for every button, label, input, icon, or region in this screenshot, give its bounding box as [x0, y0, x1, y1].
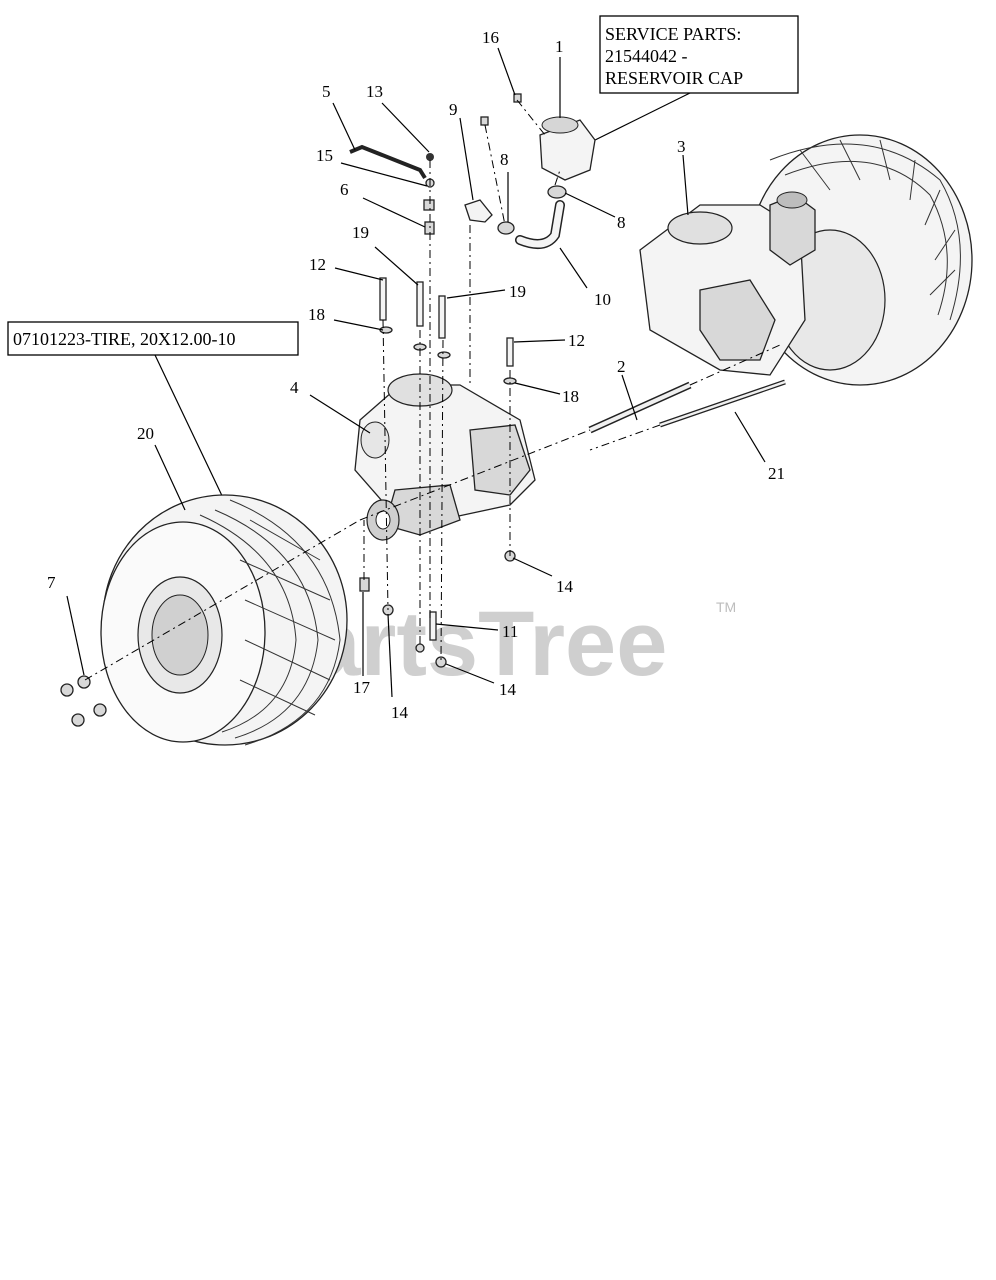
bolt-12-right-drawing — [506, 337, 514, 367]
clamp-8-lower-drawing — [497, 221, 515, 235]
callout-12-left: 12 — [309, 255, 326, 274]
callout-11: 11 — [502, 622, 518, 641]
rod-5-drawing — [349, 144, 427, 180]
callout-3: 3 — [677, 137, 686, 156]
callout-16: 16 — [482, 28, 499, 47]
callout-18-left: 18 — [308, 305, 325, 324]
service-parts-box: SERVICE PARTS: 21544042 - RESERVOIR CAP — [599, 15, 799, 94]
tire-box-leader — [154, 354, 226, 503]
leader-lines — [66, 47, 766, 698]
reservoir-drawing — [539, 116, 596, 181]
callout-7: 7 — [47, 573, 56, 592]
tire-part-box: 07101223-TIRE, 20X12.00-10 — [7, 321, 299, 356]
fitting-16-drawing — [513, 93, 522, 103]
right-transaxle-drawing — [639, 191, 816, 376]
callout-19-right: 19 — [509, 282, 526, 301]
callout-19-left: 19 — [352, 223, 369, 242]
service-parts-leader — [584, 92, 691, 146]
callout-15: 15 — [316, 146, 333, 165]
left-tire-drawing — [100, 494, 348, 746]
callout-14-bottom: 14 — [391, 703, 409, 722]
clamp-8-upper-drawing — [547, 185, 567, 199]
callout-9: 9 — [449, 100, 458, 119]
left-transaxle-drawing — [354, 373, 536, 541]
bolt-19-right-drawing — [438, 295, 446, 339]
callout-8-lower: 8 — [617, 213, 626, 232]
callouts: 1 2 3 4 5 6 7 8 8 9 10 11 12 12 13 14 14… — [47, 28, 785, 722]
service-parts-line3: RESERVOIR CAP — [605, 68, 743, 88]
callout-18-right: 18 — [562, 387, 579, 406]
callout-4: 4 — [290, 378, 299, 397]
callout-13: 13 — [366, 82, 383, 101]
service-parts-line2: 21544042 - — [605, 46, 688, 66]
callout-12-right: 12 — [568, 331, 585, 350]
callout-1: 1 — [555, 37, 564, 56]
callout-14-lower-right: 14 — [499, 680, 517, 699]
lug-nuts-drawing — [60, 675, 107, 727]
callout-8-upper: 8 — [500, 150, 509, 169]
callout-6: 6 — [340, 180, 349, 199]
callout-21: 21 — [768, 464, 785, 483]
watermark-tm: TM — [716, 599, 736, 615]
callout-20: 20 — [137, 424, 154, 443]
callout-17: 17 — [353, 678, 371, 697]
tire-part-label: 07101223-TIRE, 20X12.00-10 — [13, 329, 235, 349]
bolt-19-left-drawing — [416, 281, 424, 327]
callout-14-right: 14 — [556, 577, 574, 596]
callout-5: 5 — [322, 82, 331, 101]
service-parts-line1: SERVICE PARTS: — [605, 24, 741, 44]
callout-10: 10 — [594, 290, 611, 309]
callout-2: 2 — [617, 357, 626, 376]
bolt-12-left-drawing — [379, 277, 387, 321]
fitting-9-drawing — [464, 199, 493, 223]
